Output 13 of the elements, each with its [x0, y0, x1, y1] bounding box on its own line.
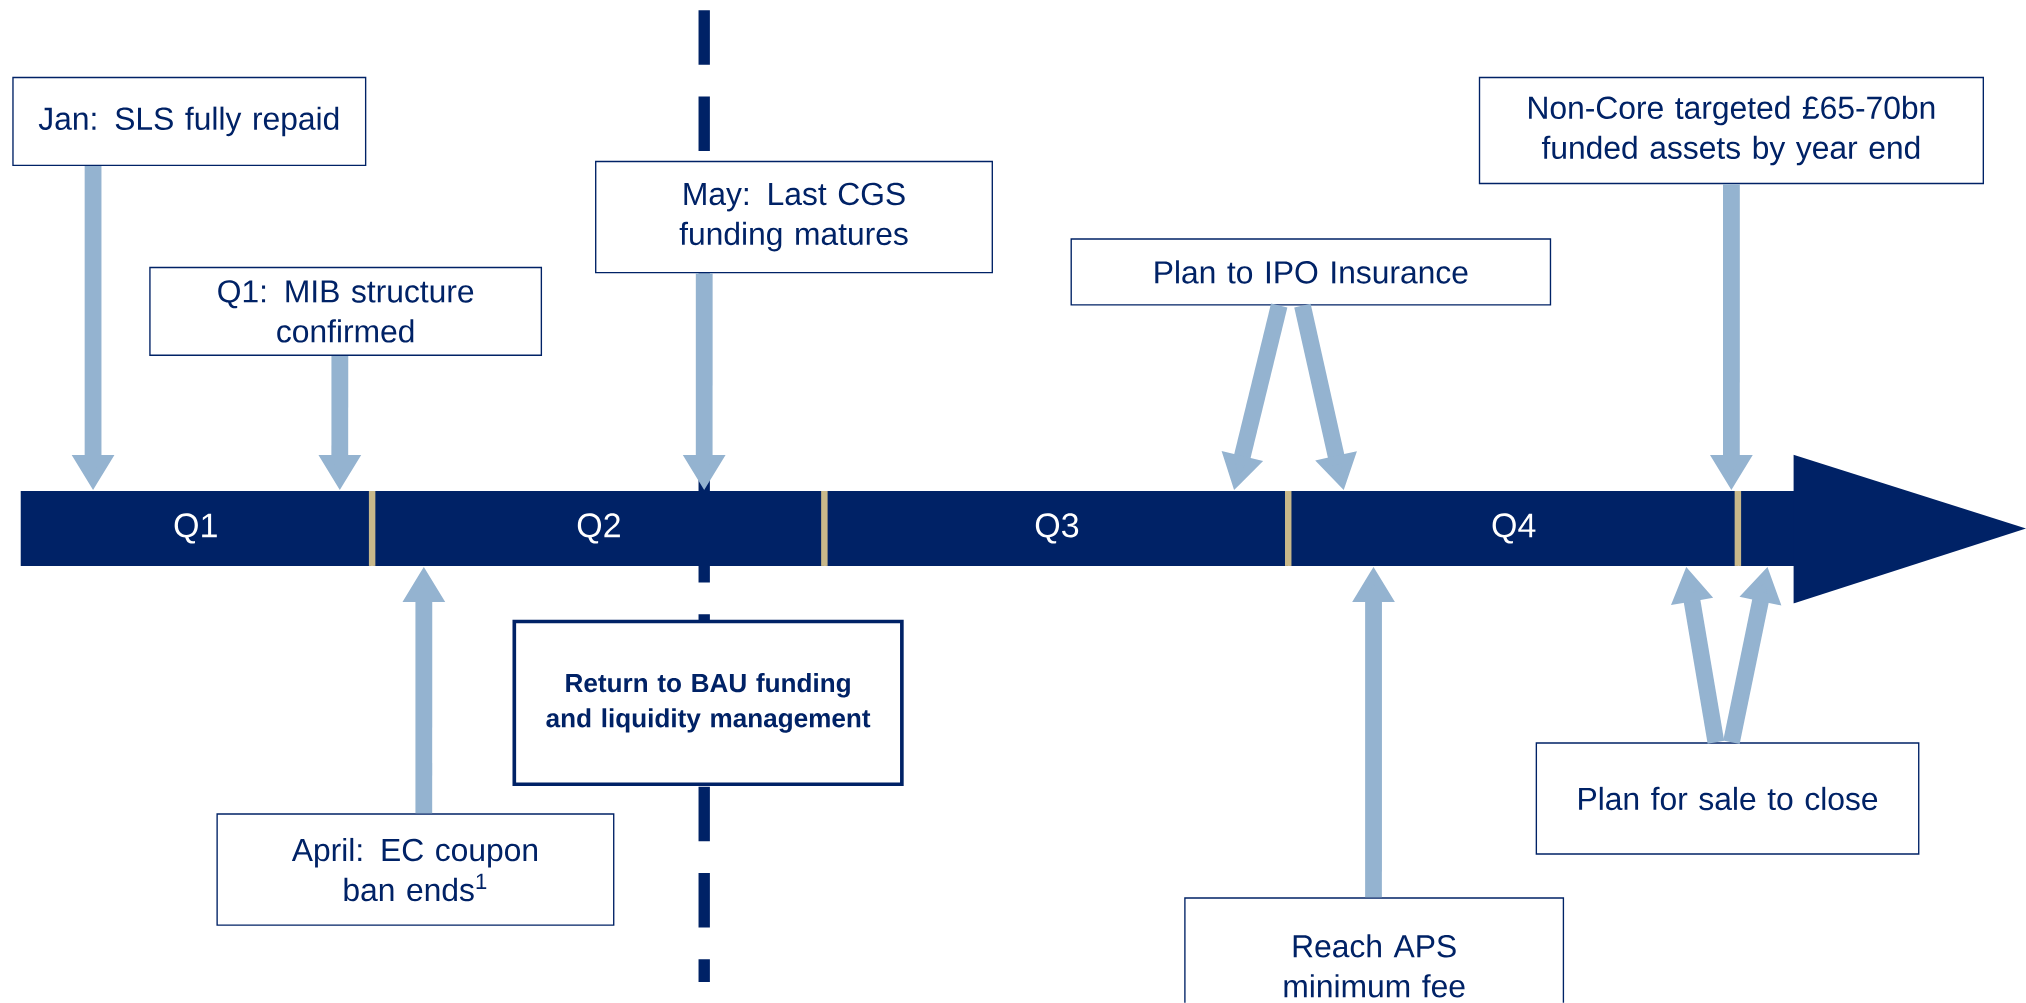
callout-box: Q1: MIB structure confirmed: [149, 266, 543, 357]
callout-box: Reach APS minimum fee: [1184, 897, 1565, 1003]
callout-box: April: EC coupon ban ends$^{1}$: [216, 813, 615, 926]
timeline-segment: Q2: [373, 491, 825, 567]
timeline-segment: Q3: [825, 491, 1289, 567]
arrow-tip: [1739, 455, 2026, 604]
callout-box: Non-Core targeted £65-70bn funded assets by year end: [1478, 77, 1984, 185]
timeline-segment: Q1: [20, 491, 371, 567]
callout-box: Jan: SLS fully repaid: [12, 77, 367, 167]
callout-box: Return to BAU funding and liquidity management: [512, 619, 904, 787]
callout-box: May: Last CGS funding matures: [595, 161, 993, 274]
callout-box: Plan for sale to close: [1535, 742, 1920, 855]
callout-box: Plan to IPO Insurance: [1070, 238, 1552, 306]
